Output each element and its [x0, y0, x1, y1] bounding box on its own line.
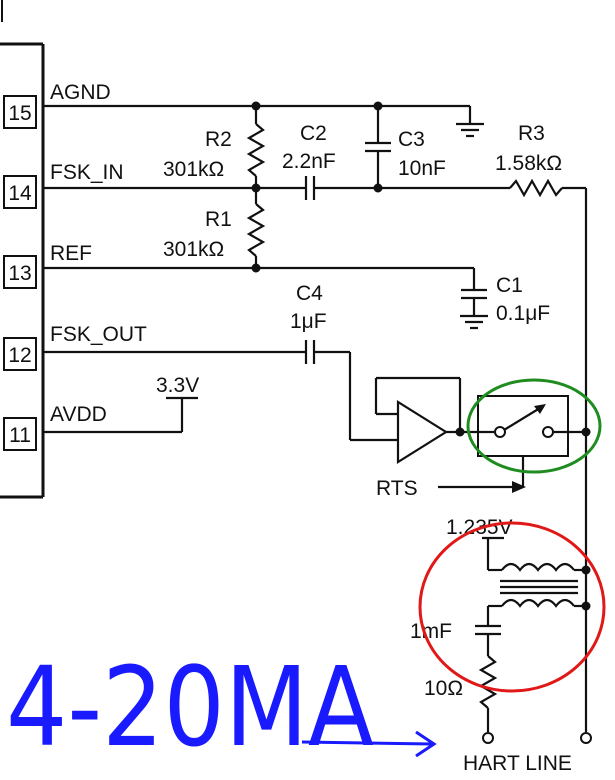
- buffer-amplifier: [374, 376, 500, 464]
- hart-terminals: [482, 732, 592, 744]
- pin-12: 12: [3, 337, 37, 371]
- c1-ref: C1: [496, 274, 523, 297]
- pin-name-agnd: AGND: [50, 81, 111, 104]
- r2-ref: R2: [205, 128, 232, 151]
- pin-14-number: 14: [8, 182, 32, 205]
- analog-switch: [477, 395, 591, 488]
- switch-highlight-ellipse: [466, 378, 602, 474]
- handwritten-annotation: 4-20MA: [6, 643, 437, 771]
- r3-value: 1.58kΩ: [495, 152, 562, 175]
- resistor-r2: [246, 106, 266, 188]
- pin-11-number: 11: [9, 424, 31, 447]
- supply-voltage-label: 3.3V: [156, 374, 199, 397]
- series-cap-value: 1mF: [410, 620, 452, 643]
- handwritten-4-20ma-text: 4-20MA: [6, 643, 374, 771]
- pin-13-number: 13: [8, 262, 31, 285]
- rts-label: RTS: [376, 477, 418, 500]
- resistor-r3: [509, 178, 588, 732]
- c1-value: 0.1μF: [496, 302, 550, 325]
- transformer-highlight-ellipse: [418, 521, 606, 693]
- pin-12-number: 12: [8, 344, 31, 367]
- c2-value: 2.2nF: [282, 150, 336, 173]
- rts-arrow: [438, 481, 526, 493]
- c3-value: 10nF: [398, 157, 446, 180]
- net-fsk-in: [43, 176, 510, 200]
- net-fsk-out: [43, 340, 398, 442]
- transformer: [482, 536, 591, 611]
- series-rc: [475, 606, 501, 732]
- capacitor-c1: [460, 288, 488, 330]
- pin-15-number: 15: [8, 102, 31, 125]
- net-ref: [43, 263, 476, 290]
- resistor-r1: [246, 188, 266, 268]
- pin-name-ref: REF: [50, 242, 92, 265]
- r2-value: 301kΩ: [163, 158, 224, 181]
- series-res-value: 10Ω: [424, 677, 463, 700]
- pin-13: 13: [3, 255, 37, 289]
- ic-body: [0, 0, 45, 499]
- capacitor-c3: [365, 106, 391, 188]
- pin-name-fsk-in: FSK_IN: [50, 161, 124, 184]
- c4-value: 1μF: [290, 310, 327, 333]
- pin-name-fsk-out: FSK_OUT: [50, 323, 147, 346]
- hart-line-label: HART LINE: [463, 752, 572, 775]
- r1-value: 301kΩ: [163, 238, 224, 261]
- c2-ref: C2: [300, 122, 327, 145]
- c3-ref: C3: [398, 128, 425, 151]
- pin-15: 15: [3, 95, 37, 129]
- r1-ref: R1: [205, 208, 232, 231]
- net-avdd: [43, 396, 198, 434]
- pin-11: 11: [3, 417, 37, 451]
- pin-14: 14: [3, 175, 37, 209]
- pin-name-avdd: AVDD: [50, 403, 107, 426]
- c4-ref: C4: [296, 282, 323, 305]
- r3-ref: R3: [518, 122, 545, 145]
